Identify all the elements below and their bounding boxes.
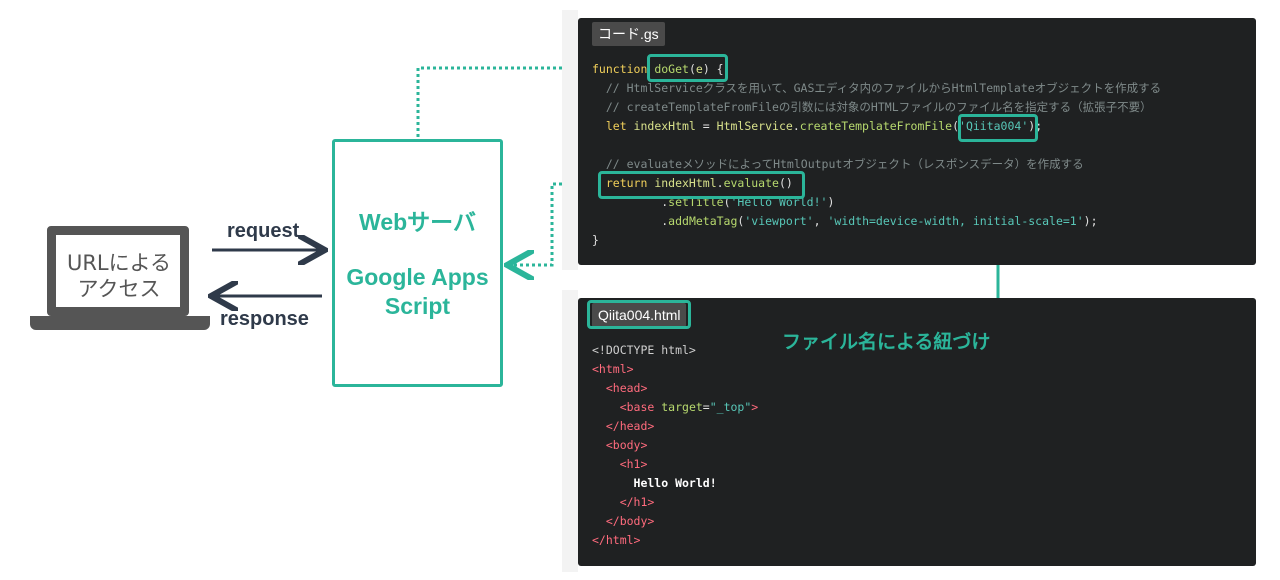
html-code-line: </html> xyxy=(592,531,758,550)
code-token: evaluate xyxy=(723,176,779,190)
code-token: <base xyxy=(592,400,662,414)
laptop-icon xyxy=(47,226,189,316)
code-token: <body> xyxy=(592,438,648,452)
code-token: </body> xyxy=(592,514,655,528)
code-token: ( xyxy=(737,214,745,228)
code-token: ) { xyxy=(702,62,724,76)
return-connector xyxy=(510,182,598,265)
link-label: ファイル名による紐づけ xyxy=(782,331,991,353)
gs-code-line: } xyxy=(592,231,1161,250)
gs-code-line: function doGet(e) { xyxy=(592,60,1161,79)
doget-highlight xyxy=(647,54,728,82)
panel-gutter xyxy=(562,290,578,572)
code-token: ) xyxy=(827,195,835,209)
code-token: </html> xyxy=(592,533,641,547)
filename-highlight xyxy=(958,114,1038,142)
code-token: () xyxy=(778,176,793,190)
code-token: "_top" xyxy=(709,400,752,414)
code-token: indexHtml xyxy=(654,176,717,190)
code-token: ( xyxy=(723,195,731,209)
server-title: Webサーバ xyxy=(359,209,476,235)
code-token: HtmlService xyxy=(716,119,793,133)
code-token: = xyxy=(695,119,717,133)
code-token: </head> xyxy=(592,419,655,433)
code-token xyxy=(592,138,599,152)
html-code-line: <base target="_top"> xyxy=(592,398,759,417)
code-token: <!DOCTYPE html> xyxy=(592,343,696,357)
html-code-line: Hello World! xyxy=(592,474,758,493)
html-code-block: <!DOCTYPE html> <html> <head> <base targe… xyxy=(592,341,758,550)
gs-code-line: return indexHtml.evaluate() xyxy=(592,174,1161,193)
html-code-line: </h1> xyxy=(592,493,758,512)
html-code-line: <h1> xyxy=(592,455,758,474)
gs-file-tab: コード.gs xyxy=(592,22,665,46)
code-token: target xyxy=(661,400,703,414)
return-highlight xyxy=(598,171,805,199)
code-token: } xyxy=(592,233,599,247)
html-code-line: <html> xyxy=(592,360,758,379)
server-subtitle: Google Apps Script xyxy=(346,264,489,319)
html-code-line: <body> xyxy=(592,436,758,455)
gs-code-line: // createTemplateFromFileの引数には対象のHTMLファイ… xyxy=(592,98,1161,117)
code-token: <h1> xyxy=(592,457,648,471)
gs-code-line: let indexHtml = HtmlService.createTempla… xyxy=(592,117,1161,136)
code-token: ( xyxy=(688,62,696,76)
html-file-tab: Qiita004.html xyxy=(592,303,687,327)
code-token: Hello World! xyxy=(592,476,717,490)
code-token: , xyxy=(813,214,828,228)
gs-code-line xyxy=(592,136,1161,155)
code-token: function xyxy=(592,62,655,76)
response-label: response xyxy=(220,308,309,330)
code-token: addMetaTag xyxy=(668,214,738,228)
html-code-line: </head> xyxy=(592,417,758,436)
code-token: 'width=device-width, initial-scale=1' xyxy=(827,214,1084,228)
code-token: let xyxy=(592,119,634,133)
code-token: return xyxy=(592,176,655,190)
code-token: <html> xyxy=(592,362,634,376)
panel-gutter xyxy=(562,10,578,270)
html-code-panel: Qiita004.html <!DOCTYPE html> <html> <hea… xyxy=(578,298,1256,566)
code-token: . xyxy=(592,195,669,209)
gs-code-line: // HtmlServiceクラスを用いて、GASエディタ内のファイルからHtm… xyxy=(592,79,1161,98)
gs-code-line: .addMetaTag('viewport', 'width=device-wi… xyxy=(592,212,1161,231)
code-token: <head> xyxy=(592,381,648,395)
code-token: e xyxy=(695,62,703,76)
code-token: </h1> xyxy=(592,495,655,509)
gs-code-block: function doGet(e) { // HtmlServiceクラスを用い… xyxy=(592,60,1161,250)
code-token: // createTemplateFromFileの引数には対象のHTMLファイ… xyxy=(592,100,1152,114)
code-token: > xyxy=(751,400,759,414)
html-code-line: <!DOCTYPE html> xyxy=(592,341,758,360)
request-label: request xyxy=(227,220,300,242)
html-filename-highlight xyxy=(587,300,691,329)
code-token: 'Qiita004' xyxy=(959,119,1029,133)
doget-connector xyxy=(416,68,645,137)
client-label: URLによる アクセス xyxy=(66,251,172,301)
code-token: // HtmlServiceクラスを用いて、GASエディタ内のファイルからHtm… xyxy=(592,81,1162,95)
code-token: indexHtml xyxy=(633,119,696,133)
code-token: doGet xyxy=(654,62,689,76)
code-token: = xyxy=(702,400,710,414)
code-token: . xyxy=(792,119,800,133)
gs-code-line: // evaluateメソッドによってHtmlOutputオブジェクト（レスポン… xyxy=(592,155,1161,174)
code-token: createTemplateFromFile xyxy=(799,119,953,133)
code-token: ); xyxy=(1083,214,1098,228)
html-code-line: </body> xyxy=(592,512,758,531)
html-code-line: <head> xyxy=(592,379,758,398)
web-server-box xyxy=(332,139,503,387)
code-token: . xyxy=(592,214,669,228)
laptop-base xyxy=(30,316,210,330)
code-token: 'viewport' xyxy=(744,214,814,228)
code-token: // evaluateメソッドによってHtmlOutputオブジェクト（レスポン… xyxy=(592,157,1084,171)
code-token: ( xyxy=(952,119,960,133)
code-token: . xyxy=(716,176,724,190)
gs-code-panel: コード.gs function doGet(e) { // HtmlServic… xyxy=(578,18,1256,265)
